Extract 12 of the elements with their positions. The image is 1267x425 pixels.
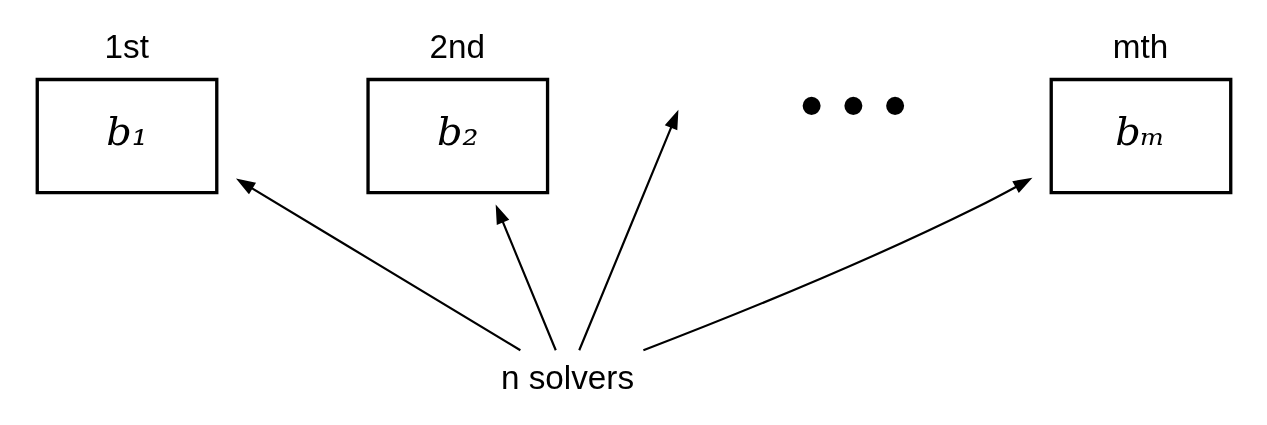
arrow — [642, 177, 1032, 352]
node-box: bₘ — [1049, 77, 1232, 195]
node-label: mth — [1112, 27, 1168, 65]
node-label: 2nd — [429, 27, 485, 65]
arrow — [495, 204, 557, 351]
node-text: n solvers — [500, 358, 634, 396]
node-box: b₂ — [365, 77, 549, 195]
node-box: b₁ — [35, 77, 218, 195]
node-label: 1st — [104, 27, 149, 65]
label: • • • — [799, 67, 907, 142]
arrow — [235, 178, 521, 352]
arrow — [577, 109, 678, 351]
